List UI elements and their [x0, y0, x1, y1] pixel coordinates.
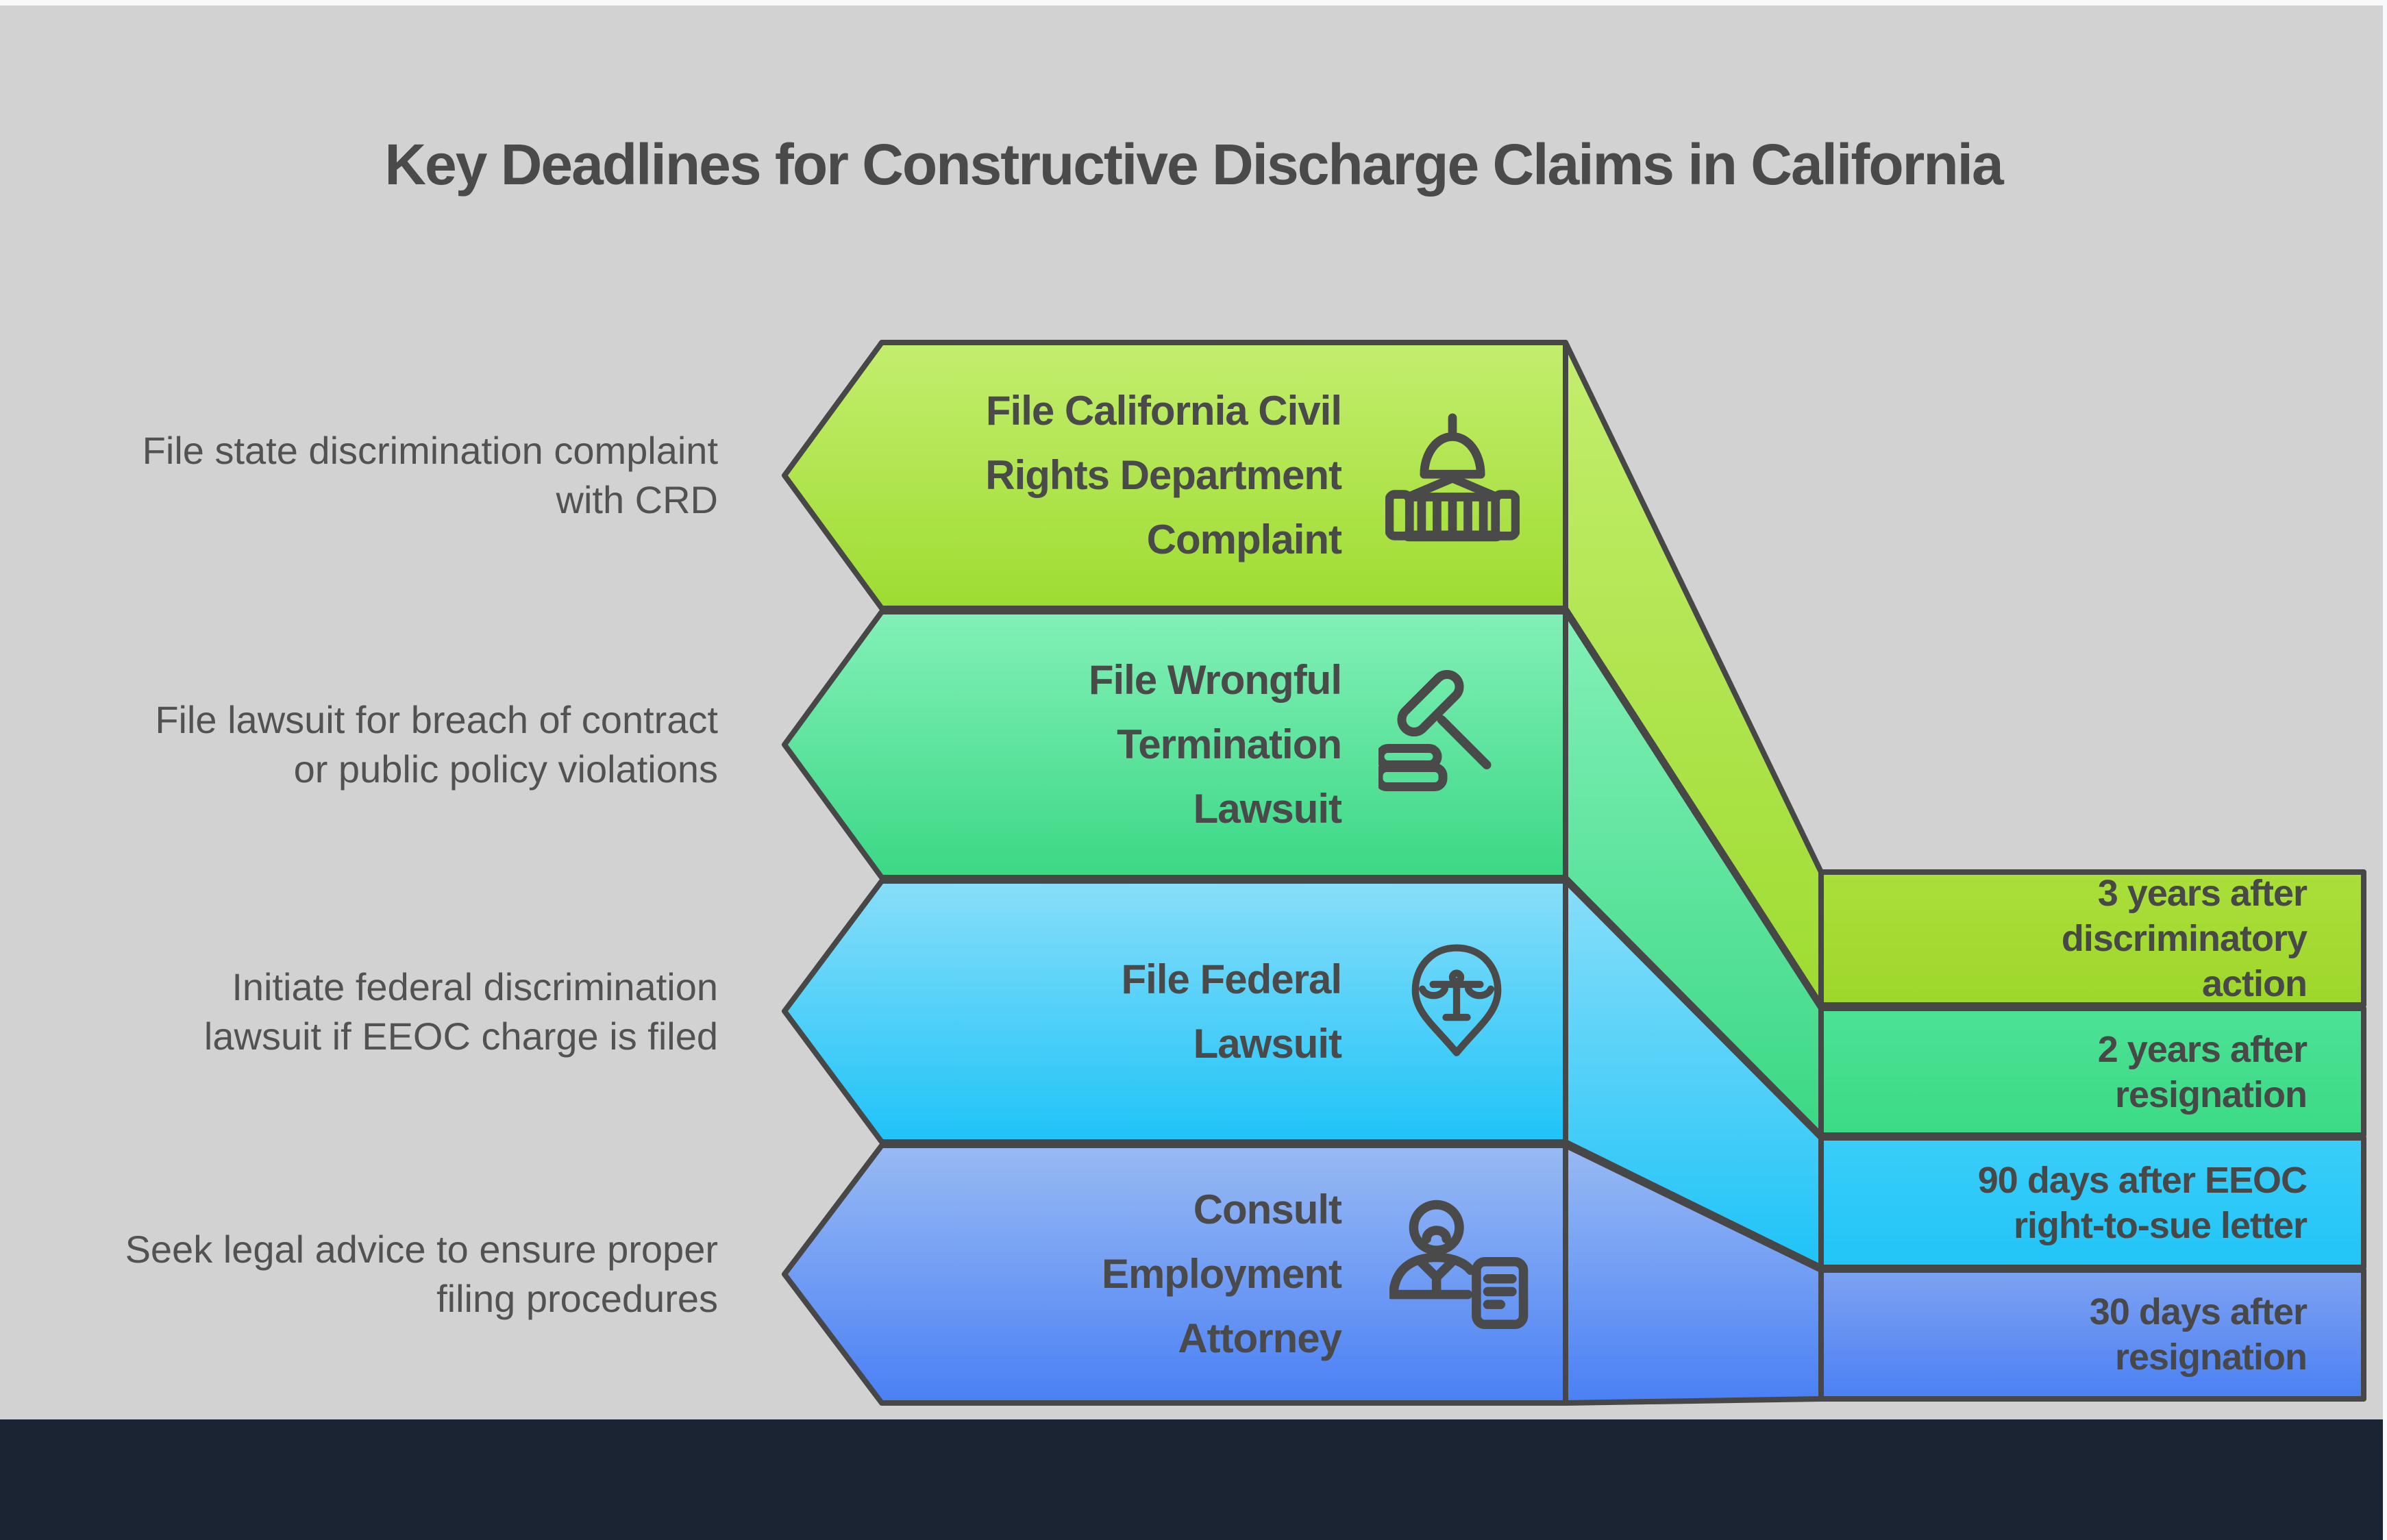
step-4-arrow-title: Consult Employment Attorney: [891, 1145, 1342, 1403]
step-1-arrow-title: File California Civil Rights Department …: [891, 343, 1342, 608]
right-edge-highlight: [2383, 0, 2387, 1540]
deadline-line: 90 days after EEOC: [1977, 1159, 2308, 1201]
arrow-title-line: File Wrongful: [1088, 657, 1342, 703]
step-3-arrow-title: File Federal Lawsuit: [891, 881, 1342, 1142]
deadline-line: resignation: [2114, 1073, 2308, 1115]
arrow-title-line: Rights Department: [985, 452, 1342, 498]
scales-of-justice-icon: [1398, 934, 1516, 1068]
gavel-icon: [1374, 666, 1516, 806]
step-3-arrow-banner: [782, 878, 1568, 1145]
step-4-deadline-text: 30 days after resignation: [1850, 1270, 2308, 1399]
arrow-title-line: File Federal: [1121, 956, 1342, 1002]
footer-bar: [0, 1419, 2387, 1540]
step-3-deadline-box: [1818, 1135, 2366, 1270]
step-3-side-label: Initiate federal discrimination lawsuit …: [0, 881, 718, 1142]
side-label-line: Initiate federal discrimination: [232, 965, 718, 1008]
attorney-icon: [1386, 1193, 1532, 1339]
arrow-title-line: Complaint: [1146, 517, 1342, 562]
deadline-line: 2 years after: [2097, 1028, 2308, 1070]
step-4-deadline-box: [1818, 1267, 2366, 1402]
deadline-line: resignation: [2114, 1337, 2308, 1378]
side-label-line: Seek legal advice to ensure proper: [125, 1228, 718, 1271]
arrow-title-line: Lawsuit: [1193, 786, 1342, 832]
side-label-line: File state discrimination complaint: [142, 429, 718, 472]
step-2-side-label: File lawsuit for breach of contract or p…: [0, 612, 718, 878]
step-2-arrow-banner: [782, 609, 1568, 880]
side-label-line: File lawsuit for breach of contract: [155, 698, 718, 741]
capitol-building-icon: [1385, 410, 1520, 552]
step-4-side-label: Seek legal advice to ensure proper filin…: [0, 1145, 718, 1403]
step-3-deadline-text: 90 days after EEOC right-to-sue letter: [1850, 1138, 2308, 1267]
side-label-line: filing procedures: [436, 1277, 718, 1320]
arrow-title-line: File California Civil: [985, 388, 1342, 434]
step-1-deadline-box: [1818, 869, 2366, 1008]
side-label-line: or public policy violations: [293, 747, 718, 791]
step-2-arrow-title: File Wrongful Termination Lawsuit: [891, 612, 1342, 878]
arrow-title-line: Lawsuit: [1193, 1020, 1342, 1067]
deadline-line: discriminatory: [2061, 918, 2308, 959]
top-edge-highlight: [0, 0, 2387, 5]
page-title: Key Deadlines for Constructive Discharge…: [384, 132, 2003, 197]
arrow-title-line: Attorney: [1178, 1315, 1342, 1361]
side-label-line: with CRD: [556, 478, 718, 521]
step-1-arrow-banner: [782, 340, 1568, 611]
deadline-line: right-to-sue letter: [2013, 1204, 2308, 1246]
arrow-title-line: Termination: [1117, 721, 1342, 767]
step-1-deadline-text: 3 years after discriminatory action: [1850, 872, 2308, 1005]
arrow-title-line: Employment: [1101, 1251, 1342, 1297]
side-label-line: lawsuit if EEOC charge is filed: [203, 1014, 718, 1058]
step-4-arrow-banner: [782, 1143, 1568, 1406]
deadline-line: 30 days after: [2089, 1291, 2308, 1332]
arrow-title-line: Consult: [1193, 1187, 1342, 1232]
step-2-deadline-text: 2 years after resignation: [1850, 1008, 2308, 1135]
step-1-side-label: File state discrimination complaint with…: [0, 343, 718, 608]
deadline-line: 3 years after: [2097, 873, 2308, 914]
deadline-line: action: [2201, 963, 2308, 1004]
step-2-deadline-box: [1818, 1006, 2366, 1138]
